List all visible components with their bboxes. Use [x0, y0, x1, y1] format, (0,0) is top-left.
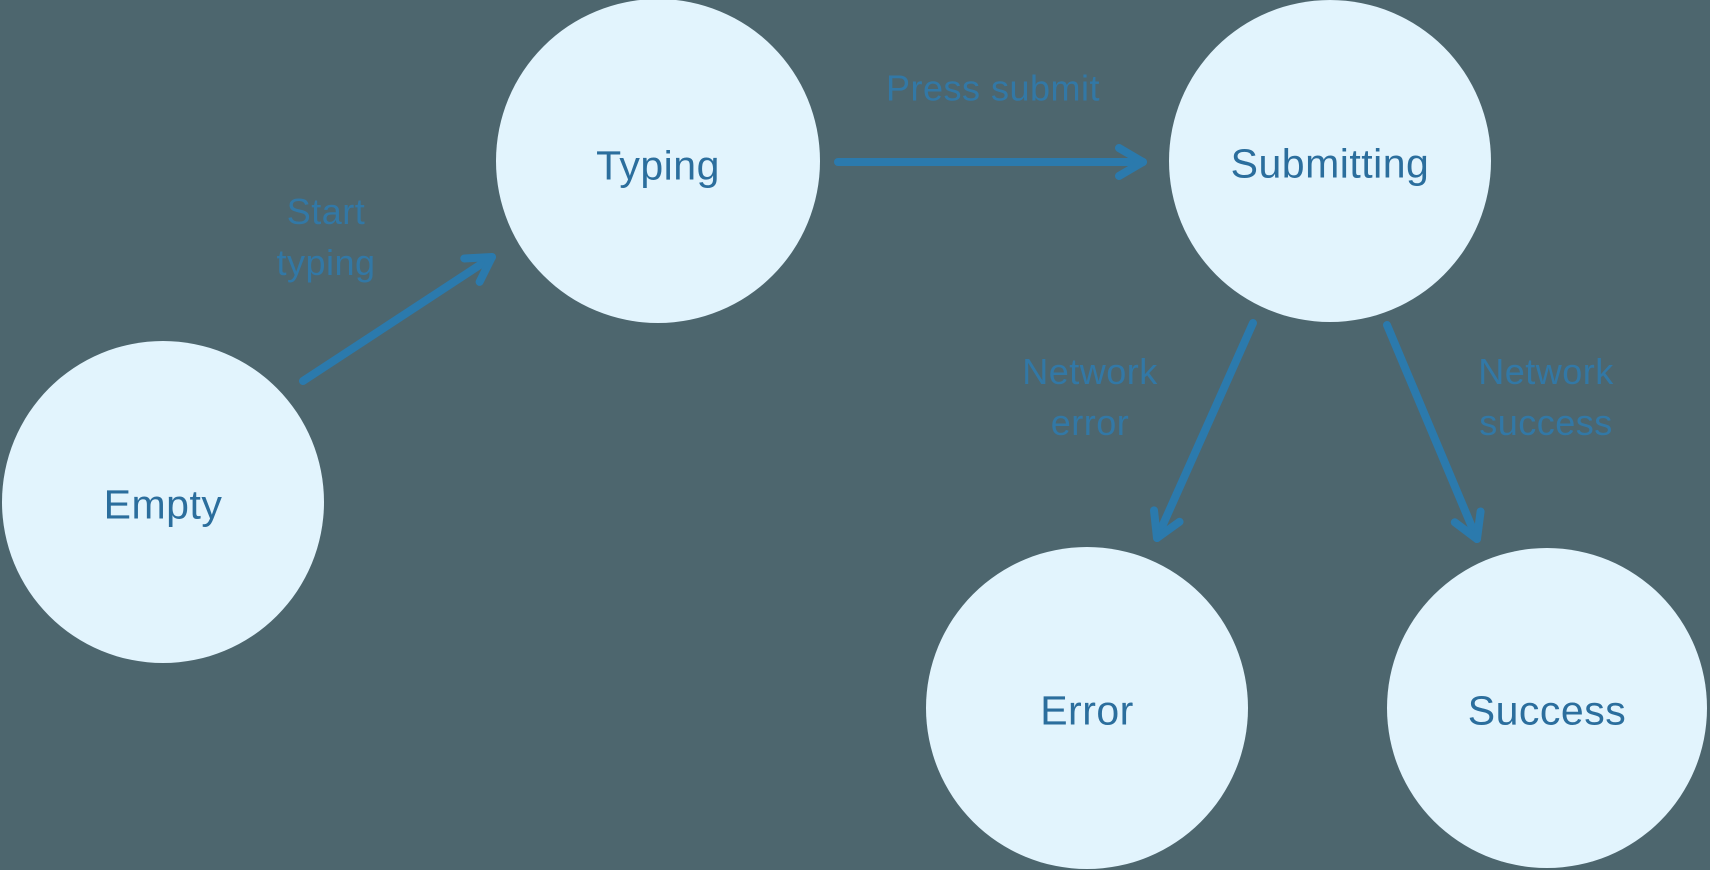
transition-label-line: success	[1479, 402, 1613, 443]
transition-label-network-success: Network success	[1478, 346, 1614, 448]
transition-label-network-error: Network error	[1022, 346, 1158, 448]
state-label-success: Success	[1467, 687, 1627, 734]
transition-label-line: Press submit	[885, 67, 1101, 109]
state-node-error	[926, 547, 1248, 869]
transition-label-line: Start	[286, 190, 366, 232]
state-node-success	[1387, 548, 1707, 868]
state-node-submitting	[1169, 0, 1491, 322]
state-label-submitting: Submitting	[1230, 140, 1430, 187]
transition-label-start-typing: Start typing	[276, 186, 375, 288]
state-label-empty: Empty	[103, 481, 223, 528]
transition-arrow-network-success	[1383, 321, 1485, 543]
transition-label-line: typing	[276, 242, 376, 283]
state-node-empty	[2, 341, 324, 663]
state-label-error: Error	[1040, 687, 1134, 734]
transition-label-line: error	[1050, 402, 1130, 443]
transition-arrow-network-error	[1150, 319, 1257, 542]
transition-label-line: Network	[1022, 350, 1158, 392]
transition-label-press-submit: Press submit	[886, 62, 1100, 113]
state-label-typing: Typing	[596, 142, 720, 189]
transition-label-line: Network	[1478, 350, 1614, 392]
state-node-typing	[496, 0, 820, 323]
transition-arrow-start-typing	[299, 253, 496, 385]
